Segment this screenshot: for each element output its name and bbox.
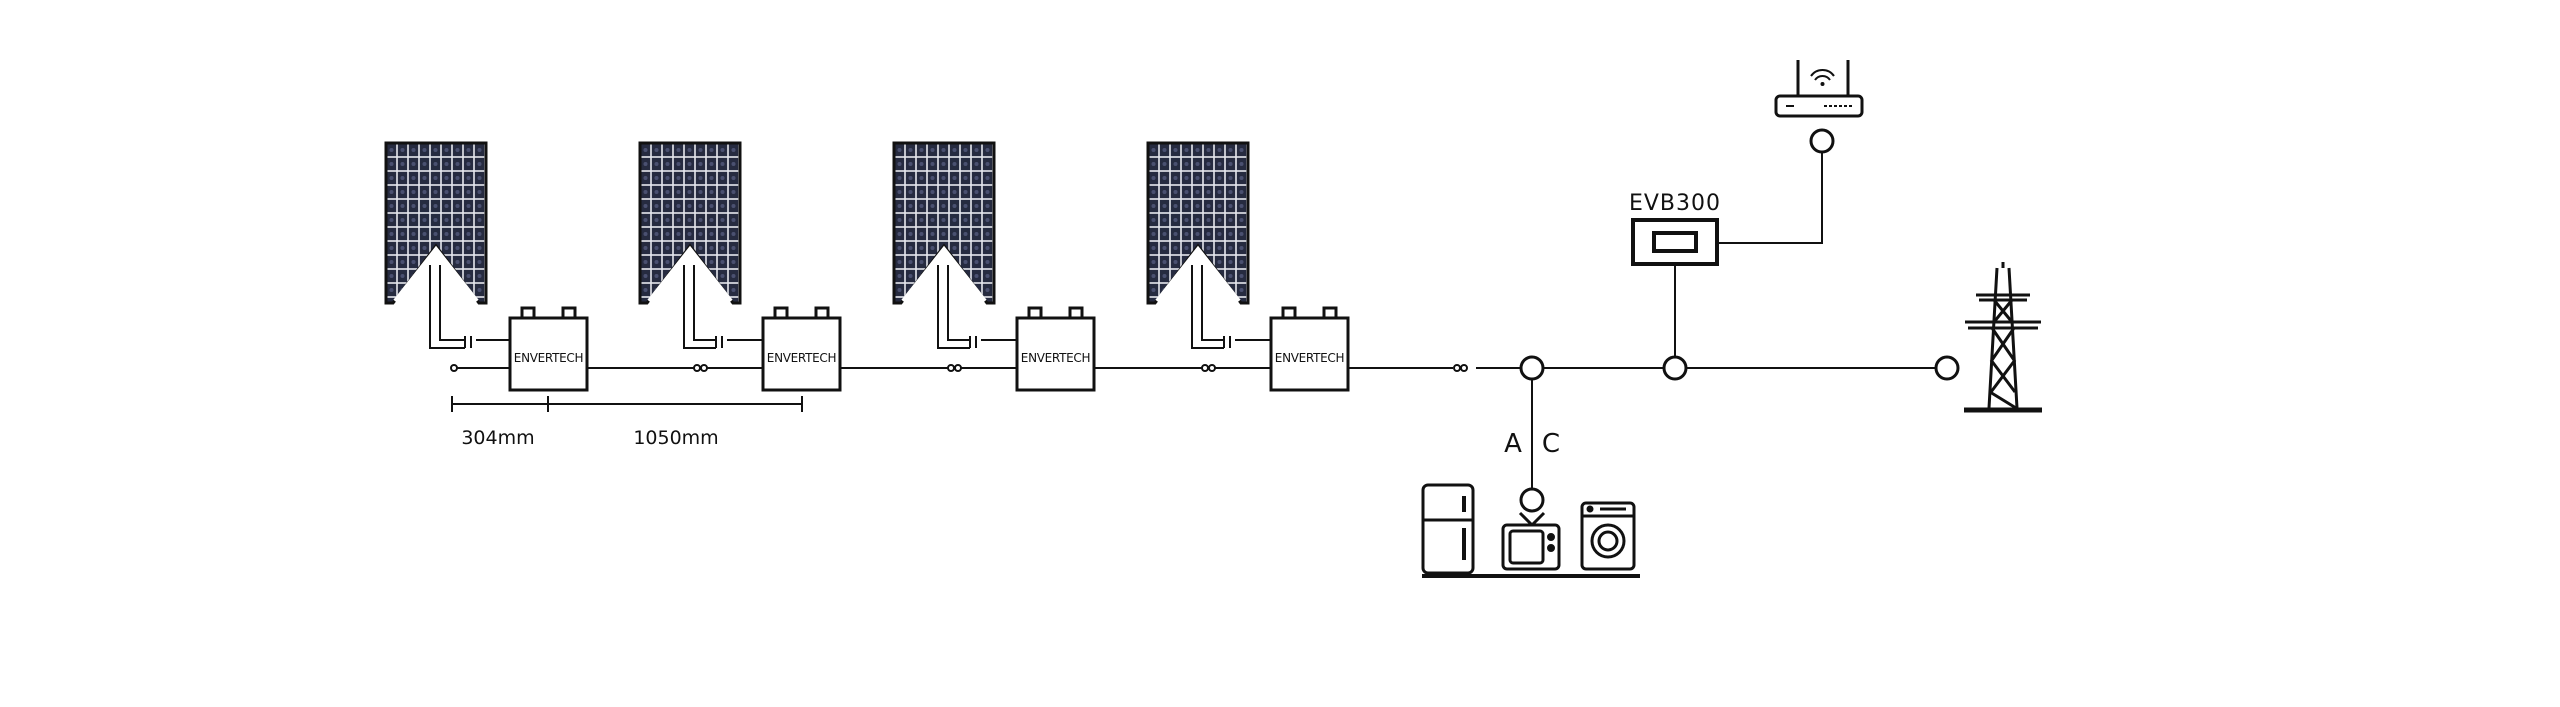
load-node [1519, 487, 1545, 513]
washing-machine-icon [1580, 501, 1636, 571]
gateway-wiring [1674, 152, 1823, 357]
solar-panel-3 [892, 141, 996, 349]
evb300-gateway [1631, 218, 1719, 266]
microinverter-4: ENVERTECH [1269, 306, 1350, 392]
dimension-304mm-label: 304mm [461, 427, 534, 449]
ac-label-a: A [1504, 429, 1522, 459]
television-icon [1501, 511, 1561, 571]
dimension-lines [451, 396, 803, 412]
refrigerator-icon [1421, 483, 1475, 575]
inverter-brand-label: ENVERTECH [1021, 351, 1090, 365]
gateway-junction-node [1662, 355, 1688, 381]
microinverter-3: ENVERTECH [1015, 306, 1096, 392]
transmission-tower-icon [1964, 262, 2042, 413]
inverter-brand-label: ENVERTECH [767, 351, 836, 365]
gateway-label: EVB300 [1629, 191, 1721, 216]
trunk-connectors [450, 364, 1468, 372]
microinverter-1: ENVERTECH [508, 306, 589, 392]
solar-panel-4 [1146, 141, 1250, 349]
wifi-router-icon [1774, 60, 1864, 118]
dimension-1050mm-label: 1050mm [633, 427, 718, 449]
dc-connectors [464, 336, 1271, 348]
inverter-brand-label: ENVERTECH [1275, 351, 1344, 365]
ac-label-c: C [1542, 429, 1560, 459]
solar-panel-2 [638, 141, 742, 349]
solar-panel-1 [384, 141, 488, 349]
router-node [1809, 128, 1835, 154]
microinverter-2: ENVERTECH [761, 306, 842, 392]
grid-junction-node [1934, 355, 1960, 381]
inverter-brand-label: ENVERTECH [514, 351, 583, 365]
ac-junction-node [1519, 355, 1545, 381]
